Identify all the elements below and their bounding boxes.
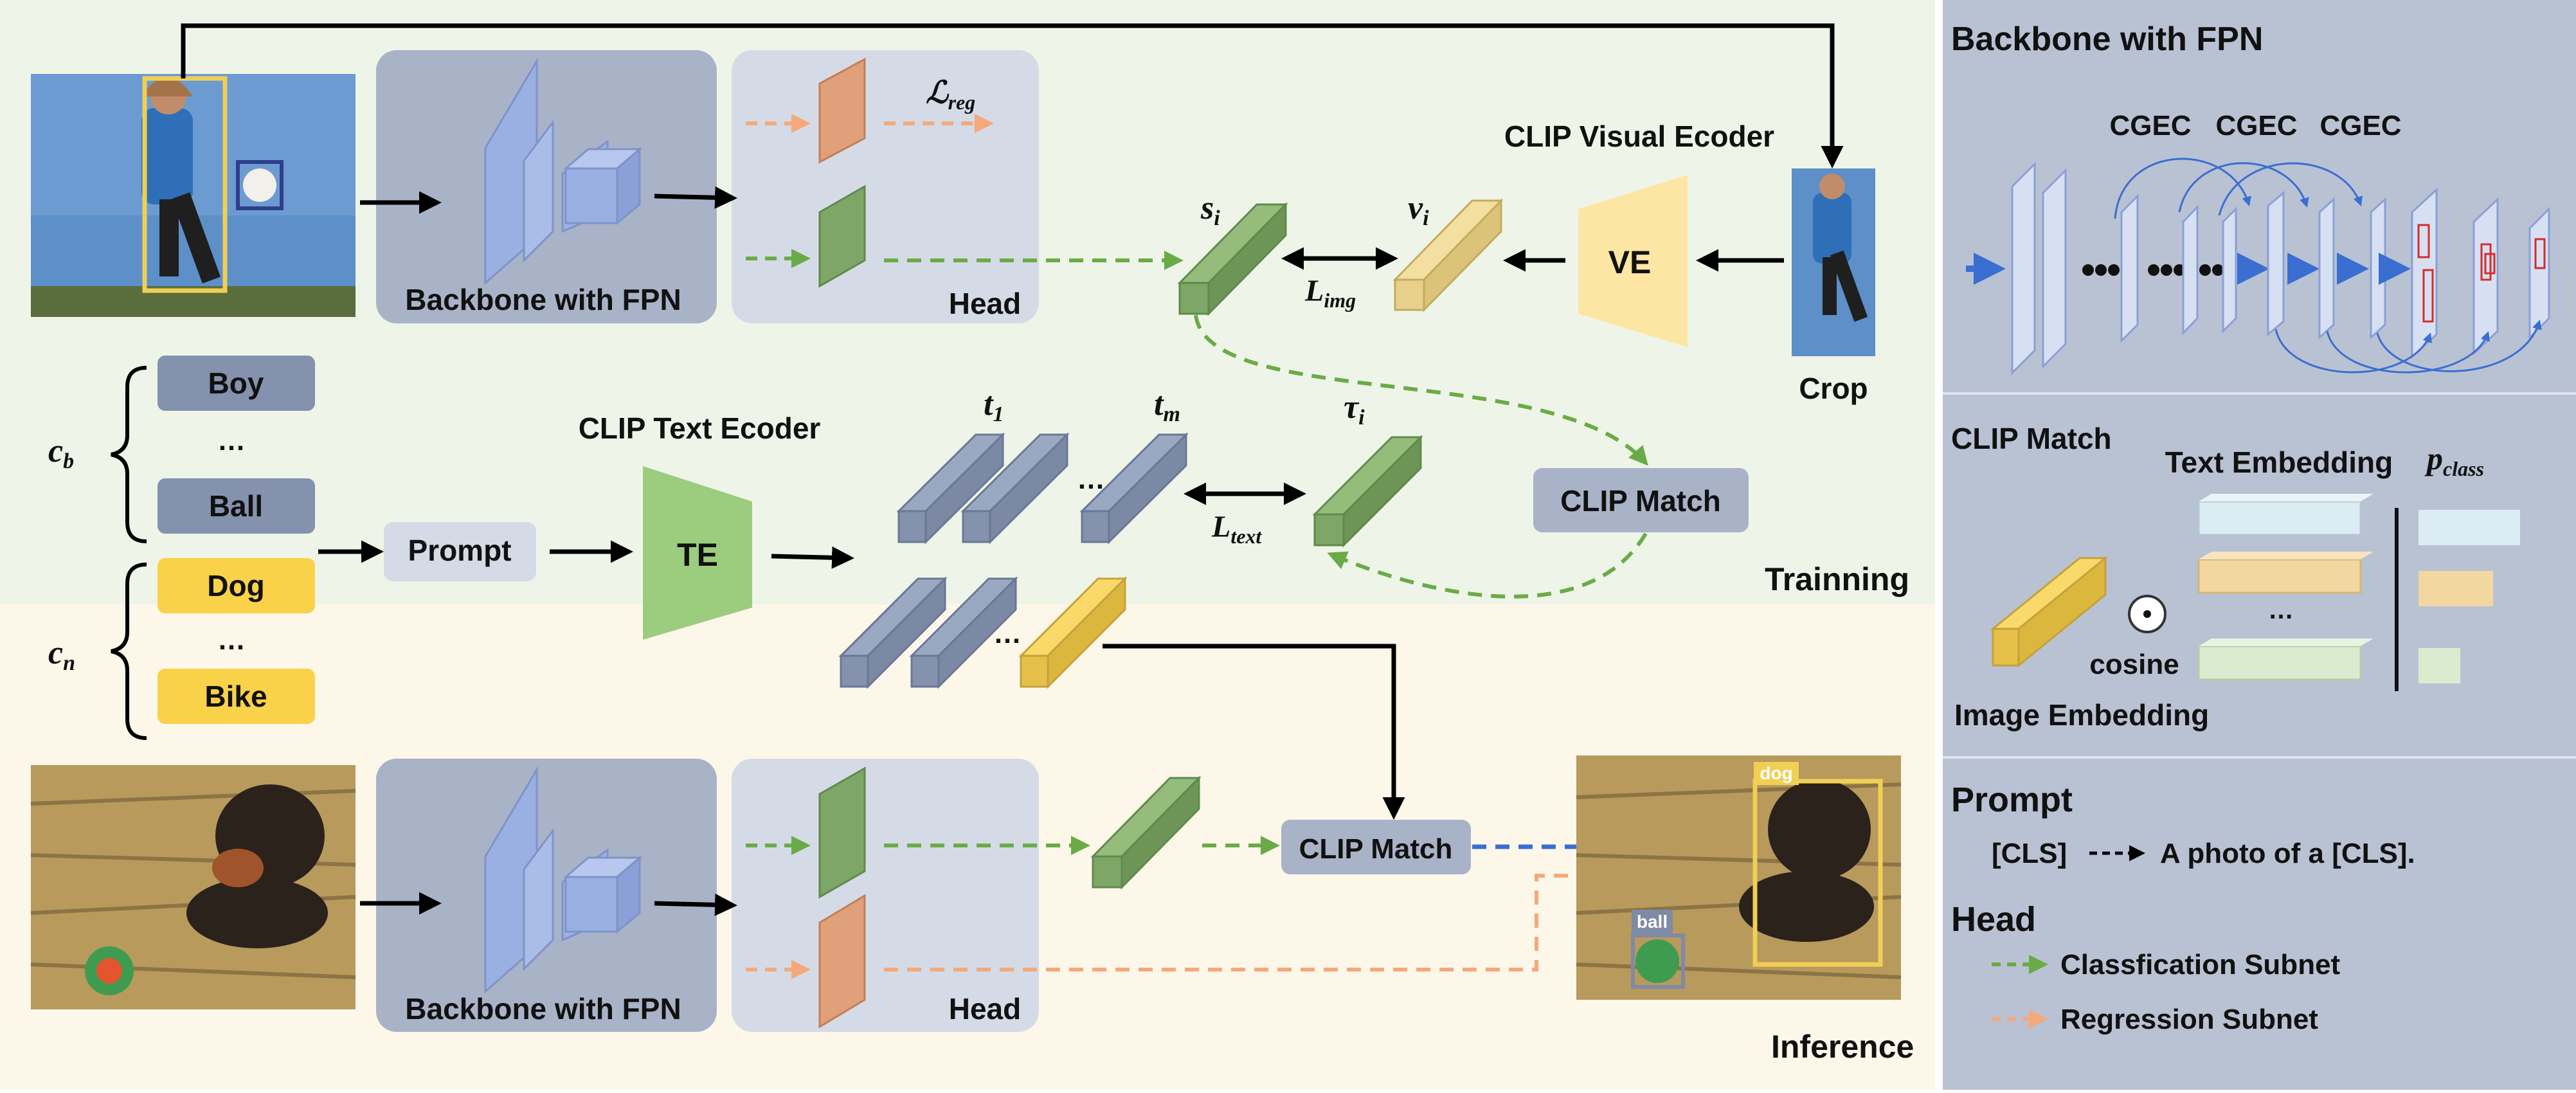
te-to-embeddings-arrow xyxy=(771,546,854,569)
si-to-clipmatch-curve xyxy=(1194,314,1648,466)
result-image: dog ball xyxy=(1576,755,1902,1000)
training-section-label: Trainning xyxy=(1765,561,1909,597)
inf-region-embedding xyxy=(1090,775,1202,890)
c-n-label: cn xyxy=(48,635,75,675)
prompt-label: Prompt xyxy=(408,534,512,567)
t-embedding-ellipsis: … xyxy=(1077,464,1105,495)
inference-clip-match-label: CLIP Match xyxy=(1299,833,1453,865)
inf-embedding-2 xyxy=(909,576,1018,689)
class-label-ball: Ball xyxy=(209,489,263,523)
training-clip-match-box xyxy=(1533,468,1749,532)
reg-to-result-arrow xyxy=(884,874,1601,971)
inf-embedding-novel xyxy=(1018,576,1128,689)
training-clip-match-label: CLIP Match xyxy=(1560,484,1721,518)
s-i-label: si xyxy=(1200,190,1220,230)
class-ellipsis-base: … xyxy=(217,425,246,456)
training-backbone-label: Backbone with FPN xyxy=(405,283,681,316)
inference-fpn-icon xyxy=(484,766,643,994)
l-text-label: Ltext xyxy=(1211,510,1262,548)
ve-trapezoid xyxy=(1578,175,1688,347)
inf-reg-feature-slab xyxy=(818,894,866,1029)
legend-head-title: Head xyxy=(1951,900,2036,939)
prompt-box xyxy=(384,522,536,581)
legend-prompt-left: [CLS] xyxy=(1992,838,2067,869)
class-box-dog xyxy=(158,558,315,613)
te-label: TE xyxy=(677,537,718,573)
c-b-label: cb xyxy=(48,433,74,473)
class-label-boy: Boy xyxy=(208,366,264,400)
cgec-label-3: CGEC xyxy=(2319,110,2401,141)
tau-i-embedding xyxy=(1312,435,1423,548)
class-box-bike xyxy=(158,669,315,724)
legend-prompt-right: A photo of a [CLS]. xyxy=(2160,838,2415,869)
legend-prompt-title: Prompt xyxy=(1951,781,2073,819)
inference-head-label: Head xyxy=(949,992,1021,1025)
class-ellipsis-novel: … xyxy=(217,624,246,656)
clip-text-encoder-label: CLIP Text Ecoder xyxy=(579,411,821,445)
legend-reg-subnet: Regression Subnet xyxy=(2060,1004,2318,1035)
te-trapezoid xyxy=(643,466,752,640)
t-1-label: t1 xyxy=(984,386,1004,426)
training-head-panel xyxy=(732,50,1039,323)
det-label-ball: ball xyxy=(1637,912,1668,932)
embeddings-to-clipmatch-arrow xyxy=(1103,644,1405,820)
crop-label: Crop xyxy=(1799,372,1868,405)
inference-backbone-label: Backbone with FPN xyxy=(405,992,681,1025)
training-input-image xyxy=(31,74,356,317)
t-embedding-1 xyxy=(896,432,1005,545)
legend-pclass-bars xyxy=(2418,510,2520,683)
inference-head-panel xyxy=(732,759,1039,1032)
class-box-boy xyxy=(158,356,315,411)
legend-clip-match-title: CLIP Match xyxy=(1951,422,2112,455)
training-head-label: Head xyxy=(949,287,1021,320)
crop-path-arrow xyxy=(181,23,1844,168)
legend-fpn-diagram xyxy=(1966,158,2550,375)
inference-section-label: Inference xyxy=(1771,1029,1914,1065)
inf-embedding-ellipsis: … xyxy=(993,618,1022,649)
cls-feature-slab xyxy=(818,185,866,288)
legend-p-class: pclass xyxy=(2424,440,2484,480)
c-n-brace xyxy=(111,563,147,740)
inf-cls-feature-slab xyxy=(818,766,866,899)
class-label-dog: Dog xyxy=(207,569,264,602)
backbone-to-head-arrow xyxy=(654,186,737,209)
class-label-bike: Bike xyxy=(204,680,267,713)
training-fpn-icon xyxy=(484,57,643,285)
l-img-label: Limg xyxy=(1304,274,1356,312)
legend-image-embedding-box xyxy=(1990,556,2109,668)
ve-label: VE xyxy=(1608,244,1652,280)
inference-input-image xyxy=(30,765,356,1009)
inf-embedding-1 xyxy=(838,576,948,689)
inference-clip-match-box xyxy=(1281,820,1471,874)
l-reg-label: ℒreg xyxy=(926,76,975,114)
inf-backbone-to-head-arrow xyxy=(654,893,737,916)
det-label-dog: dog xyxy=(1760,763,1792,783)
t-m-label: tm xyxy=(1154,386,1180,426)
t-embedding-m xyxy=(1079,432,1189,545)
class-box-ball xyxy=(158,478,315,534)
cgec-label-1: CGEC xyxy=(2109,110,2191,141)
legend-ellipsis: … xyxy=(2268,596,2294,624)
t-embedding-2 xyxy=(960,432,1070,545)
cosine-dot-icon xyxy=(2143,610,2151,618)
reg-feature-slab xyxy=(818,57,866,164)
legend-image-embedding: Image Embedding xyxy=(1954,698,2209,732)
cgec-label-2: CGEC xyxy=(2215,110,2297,141)
clip-visual-encoder-label: CLIP Visual Ecoder xyxy=(1504,120,1774,153)
v-i-embedding xyxy=(1392,198,1504,312)
legend-text-embedding: Text Embedding xyxy=(2165,446,2393,479)
legend-cosine: cosine xyxy=(2089,649,2179,680)
legend-text-embedding-stack: … xyxy=(2197,494,2373,681)
crop-image xyxy=(1792,168,1875,356)
v-i-label: vi xyxy=(1408,190,1429,230)
legend-backbone-title: Backbone with FPN xyxy=(1951,21,2263,58)
legend-cls-subnet: Classfication Subnet xyxy=(2060,949,2341,980)
s-i-embedding xyxy=(1177,202,1288,316)
tau-i-label: τi xyxy=(1344,389,1365,429)
c-b-brace xyxy=(111,366,147,543)
